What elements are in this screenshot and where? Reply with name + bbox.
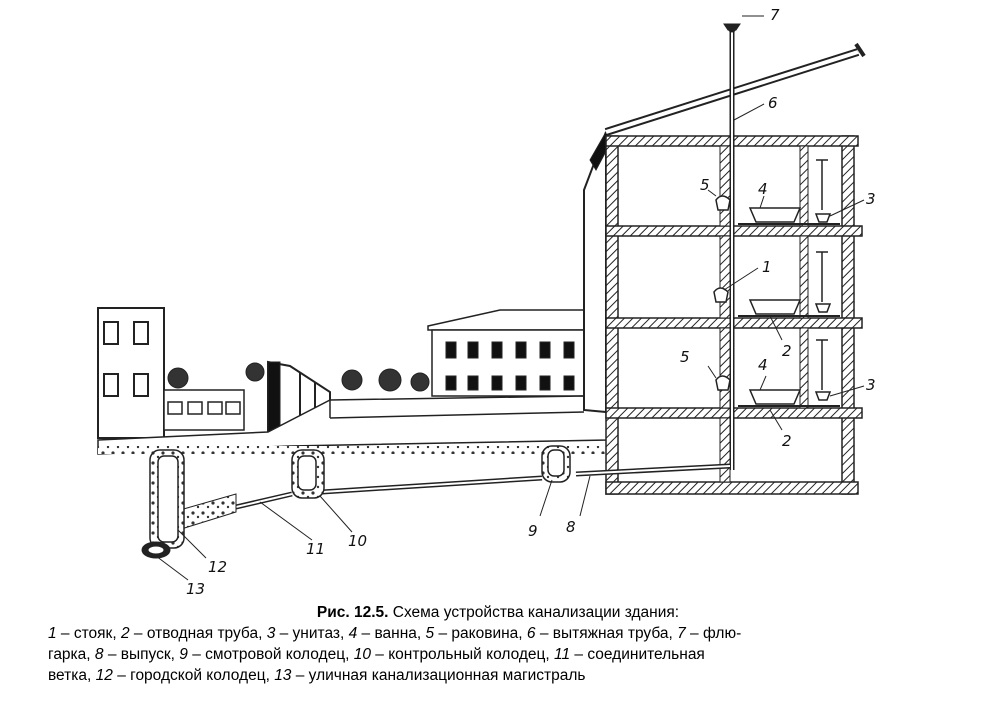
label-13: 13 bbox=[186, 580, 205, 598]
label-5b: 5 bbox=[680, 348, 690, 366]
toilet-floor2 bbox=[816, 251, 828, 302]
label-9: 9 bbox=[528, 522, 538, 540]
label-4b: 4 bbox=[758, 356, 768, 374]
legend-line-1: 1 – стояк, 2 – отводная труба, 3 – унита… bbox=[48, 625, 742, 642]
caption-title-line: Рис. 12.5. Схема устройства канализации … bbox=[48, 602, 948, 623]
bath-floor3 bbox=[748, 207, 802, 223]
figure-number: Рис. 12.5. bbox=[316, 604, 389, 621]
bath-floor1 bbox=[748, 389, 802, 405]
figure-caption: Рис. 12.5. Схема устройства канализации … bbox=[48, 602, 948, 686]
sink-floor1 bbox=[715, 375, 731, 391]
label-10: 10 bbox=[348, 532, 367, 550]
label-5a: 5 bbox=[700, 176, 710, 194]
sink-floor2 bbox=[713, 287, 729, 303]
fixtures bbox=[713, 159, 840, 407]
label-12: 12 bbox=[208, 558, 227, 576]
leader-lines bbox=[155, 15, 865, 581]
toilet-floor1 bbox=[816, 339, 828, 390]
legend-line-2: гарка, 8 – выпуск, 9 – смотровой колодец… bbox=[48, 646, 705, 663]
sewerage-diagram: 7 6 5 4 3 1 2 5 4 3 2 8 9 10 11 12 13 bbox=[97, 6, 876, 598]
building-section bbox=[583, 23, 866, 495]
label-4a: 4 bbox=[758, 180, 768, 198]
label-1: 1 bbox=[762, 258, 772, 276]
label-7: 7 bbox=[770, 6, 780, 24]
caption-title: Схема устройства канализации здания: bbox=[392, 604, 680, 621]
callout-labels: 7 6 5 4 3 1 2 5 4 3 2 8 9 10 11 12 13 bbox=[186, 6, 876, 598]
label-3b: 3 bbox=[866, 376, 876, 394]
sink-floor3 bbox=[715, 195, 731, 211]
legend-line-3: ветка, 12 – городской колодец, 13 – улич… bbox=[48, 667, 586, 684]
toilet-floor3 bbox=[816, 159, 828, 210]
ground-surface bbox=[97, 395, 609, 455]
bath-floor2 bbox=[748, 299, 802, 315]
background-building-middle bbox=[341, 309, 585, 397]
label-8: 8 bbox=[566, 518, 576, 536]
label-2b: 2 bbox=[782, 432, 792, 450]
label-6: 6 bbox=[768, 94, 778, 112]
background-buildings-left bbox=[97, 307, 265, 439]
label-3a: 3 bbox=[866, 190, 876, 208]
label-2a: 2 bbox=[782, 342, 792, 360]
label-11: 11 bbox=[306, 540, 325, 558]
underground-sewer bbox=[141, 445, 731, 559]
